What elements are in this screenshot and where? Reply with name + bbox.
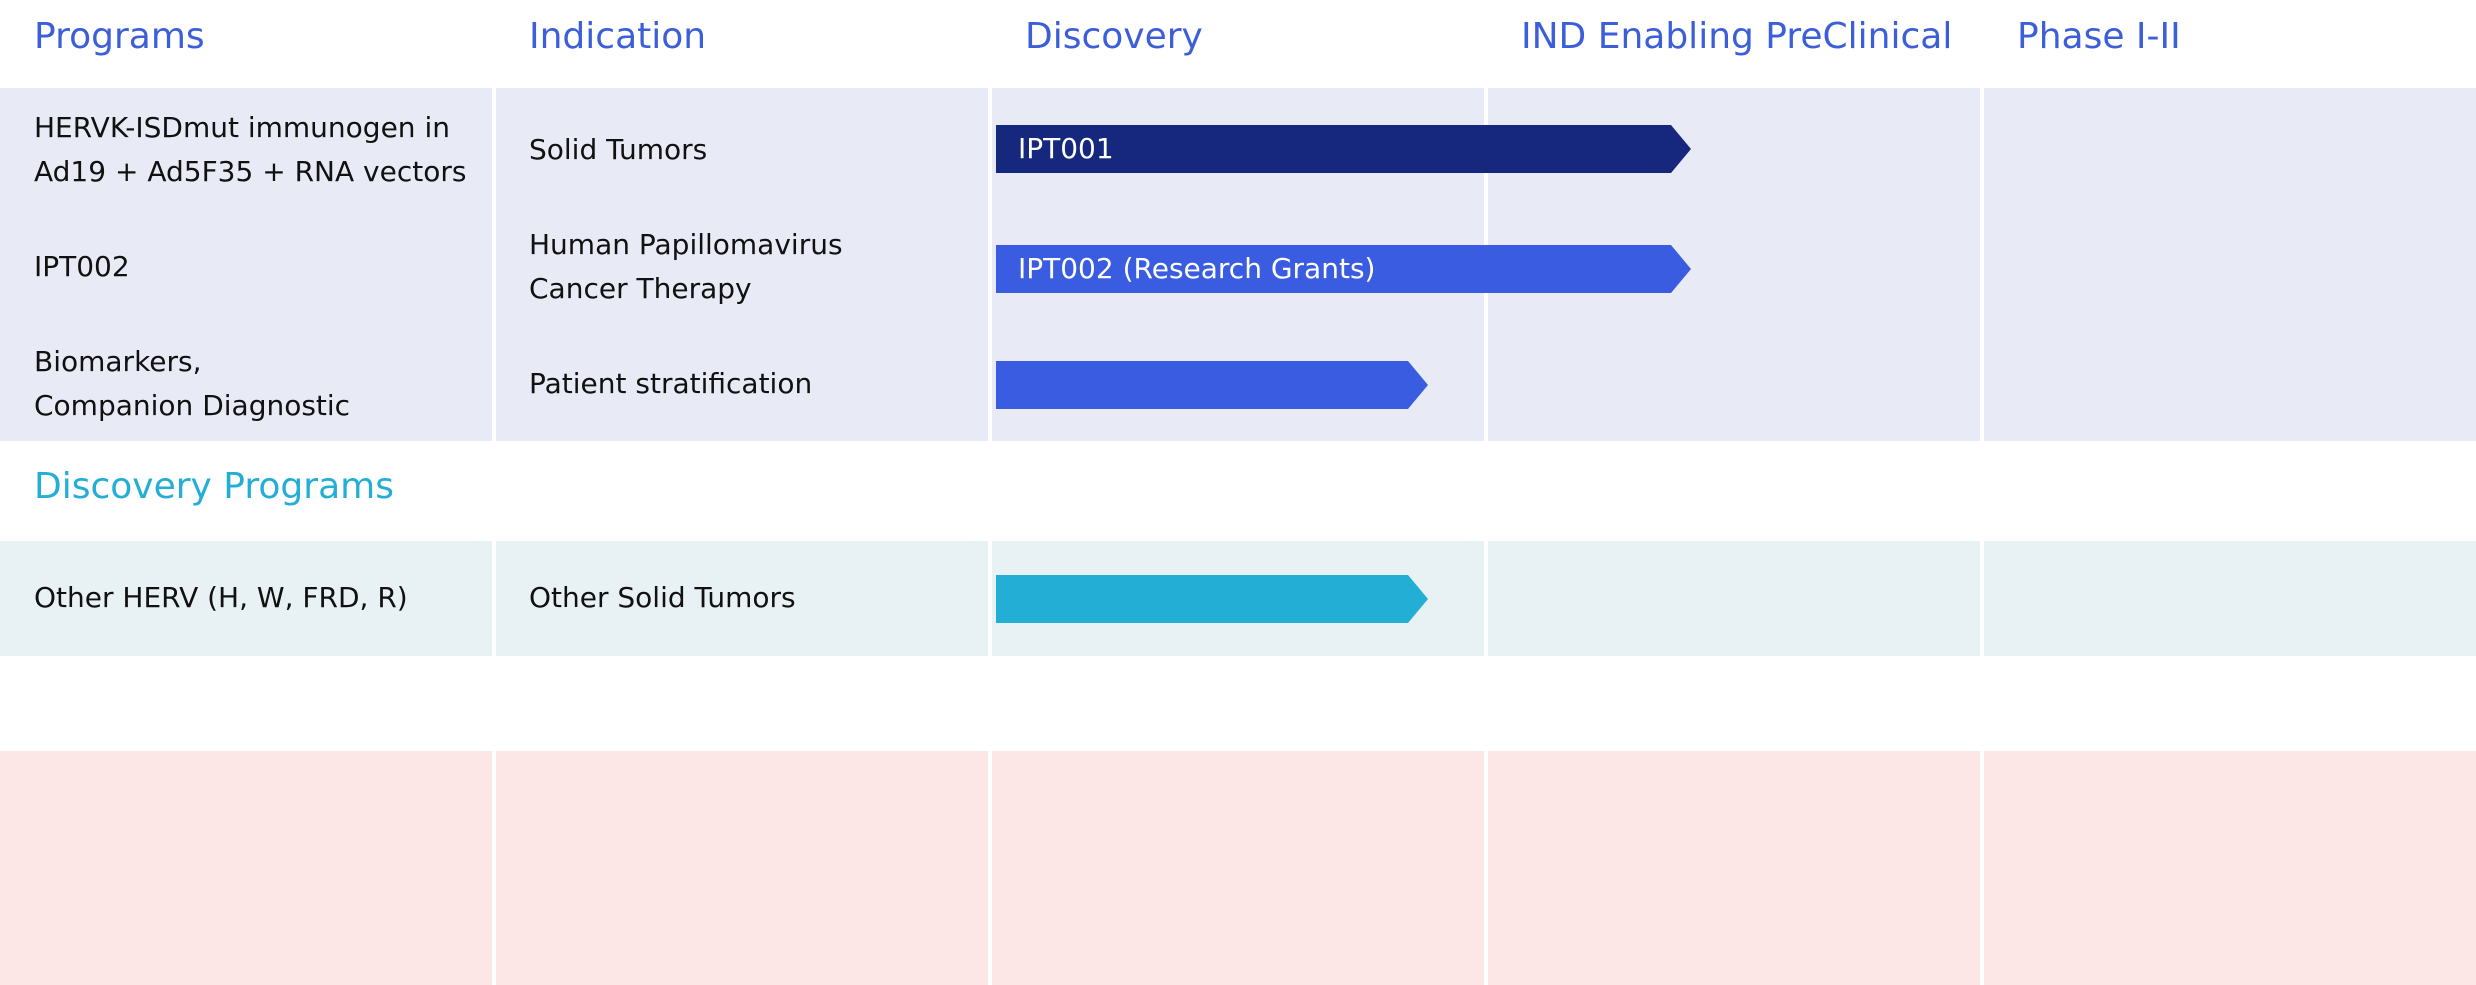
grid-cell <box>1488 541 1980 656</box>
progress-arrow-body <box>996 575 1409 623</box>
program-label: HERVK-ISDmut immunogen in Ad19 + Ad5F35 … <box>34 111 467 188</box>
indication-label: Patient stratification <box>529 367 813 400</box>
progress-arrow-ipt002: IPT002 (Research Grants) <box>996 245 1692 293</box>
grid-cell <box>1984 88 2476 441</box>
column-header-discovery: Discovery <box>1025 16 1203 57</box>
column-header-ind-enabling: IND Enabling PreClinical <box>1521 16 1953 57</box>
grid-cell <box>496 541 988 656</box>
indication-label: Human Papillomavirus Cancer Therapy <box>529 228 843 305</box>
program-label: Biomarkers, Companion Diagnostic <box>34 345 351 422</box>
program-label: Other HERV (H, W, FRD, R) <box>34 581 408 614</box>
progress-arrow-ipt001: IPT001 <box>996 125 1692 173</box>
column-header-phase: Phase I-II <box>2017 16 2181 57</box>
progress-arrow-head <box>1671 125 1692 173</box>
progress-arrow-head <box>1671 245 1692 293</box>
program-label: IPT002 <box>34 250 130 283</box>
grid-cell <box>1984 751 2476 985</box>
pipeline-header: Programs Indication Discovery IND Enabli… <box>0 0 2476 88</box>
grid-cell <box>1984 541 2476 656</box>
grid-cell <box>496 751 988 985</box>
indication-label: Solid Tumors <box>529 133 708 166</box>
column-header-programs: Programs <box>34 16 205 57</box>
progress-arrow-biomarkers <box>996 361 1429 409</box>
grid-cell <box>1488 751 1980 985</box>
grid-cell <box>992 751 1484 985</box>
grid-cell <box>0 751 492 985</box>
bottom-band <box>0 751 2476 985</box>
column-header-indication: Indication <box>529 16 707 57</box>
grid-cell <box>496 88 988 441</box>
discovery-programs-band <box>0 541 2476 656</box>
progress-arrow-body <box>996 245 1672 293</box>
progress-arrow-body <box>996 361 1409 409</box>
progress-arrow-other-herv <box>996 575 1429 623</box>
progress-arrow-label: IPT001 <box>1018 132 1114 165</box>
section-title-discovery-programs: Discovery Programs <box>34 466 394 507</box>
indication-label: Other Solid Tumors <box>529 581 796 614</box>
progress-arrow-body <box>996 125 1672 173</box>
progress-arrow-head <box>1408 575 1429 623</box>
progress-arrow-head <box>1408 361 1429 409</box>
grid-cell <box>0 541 492 656</box>
grid-cell <box>0 88 492 441</box>
lead-programs-band <box>0 88 2476 441</box>
progress-arrow-label: IPT002 (Research Grants) <box>1018 252 1376 285</box>
